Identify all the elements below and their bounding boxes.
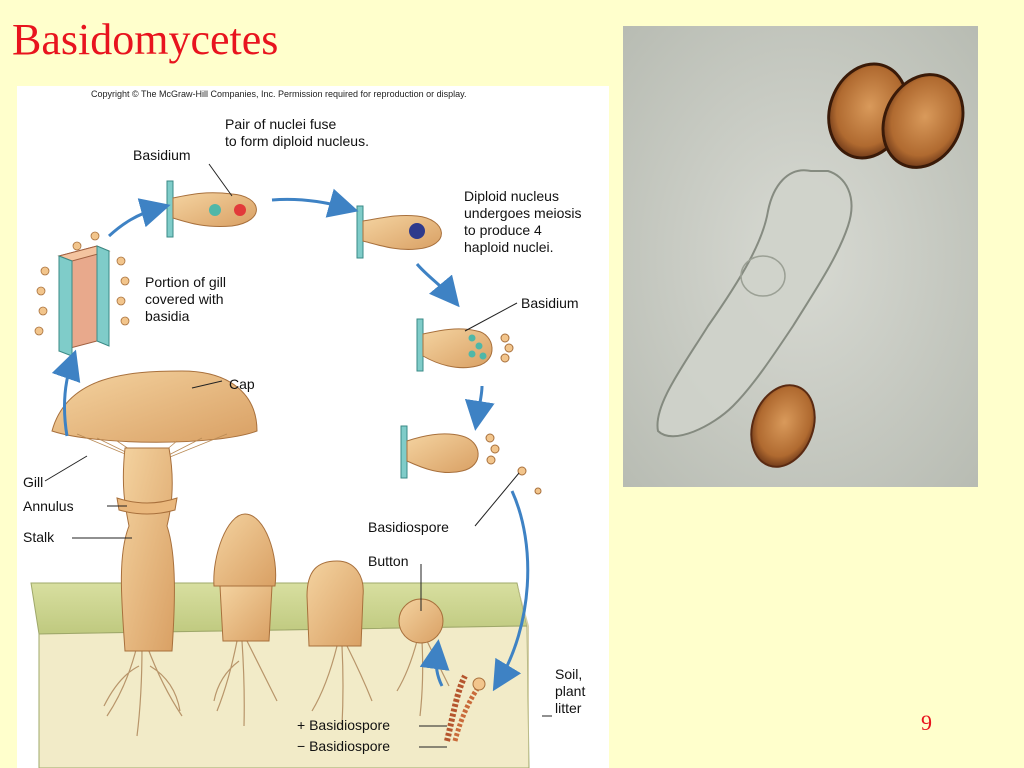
basidium-two-nuclei — [166, 180, 257, 238]
gill-portion-block — [34, 231, 130, 357]
label-basidiospore: Basidiospore — [368, 519, 449, 535]
leader-lines — [44, 163, 552, 748]
detached-spore — [750, 384, 816, 468]
basidium-micrograph-illustration — [623, 26, 978, 487]
label-plus-basidiospore: + Basidiospore — [297, 717, 391, 733]
slide-title: Basidomycetes — [12, 15, 279, 64]
basidium-cell — [656, 169, 853, 438]
label-stalk: Stalk — [23, 529, 55, 545]
label-nuclei-fuse: Pair of nuclei fuse to form diploid nucl… — [225, 116, 369, 149]
label-basidium-right: Basidium — [521, 295, 579, 311]
copyright-notice: Copyright © The McGraw-Hill Companies, I… — [91, 89, 467, 99]
label-button: Button — [368, 553, 409, 569]
label-cap: Cap — [229, 376, 255, 392]
nucleus-vacuole — [740, 255, 786, 297]
label-soil: Soil, plant litter — [555, 666, 586, 716]
label-portion-of-gill: Portion of gill covered with basidia — [145, 274, 226, 324]
label-basidium-top: Basidium — [133, 147, 191, 163]
cycle-arrows — [51, 188, 530, 692]
basidium-diploid — [356, 205, 442, 259]
label-minus-basidiospore: − Basidiospore — [297, 738, 391, 754]
life-cycle-illustration — [30, 163, 552, 768]
label-annulus: Annulus — [23, 498, 74, 514]
slide-number: 9 — [921, 710, 932, 735]
attached-spores — [827, 62, 965, 169]
label-diploid-meiosis: Diploid nucleus undergoes meiosis to pro… — [464, 188, 582, 255]
basidium-four-nuclei — [416, 318, 514, 372]
basidium-with-spores — [400, 425, 542, 495]
label-gill: Gill — [23, 474, 44, 490]
basidiomycete-life-cycle-diagram: Copyright © The McGraw-Hill Companies, I… — [17, 86, 609, 768]
micrograph-photo — [623, 26, 978, 487]
underground-mycelium — [444, 674, 486, 742]
mature-mushroom — [51, 370, 258, 652]
